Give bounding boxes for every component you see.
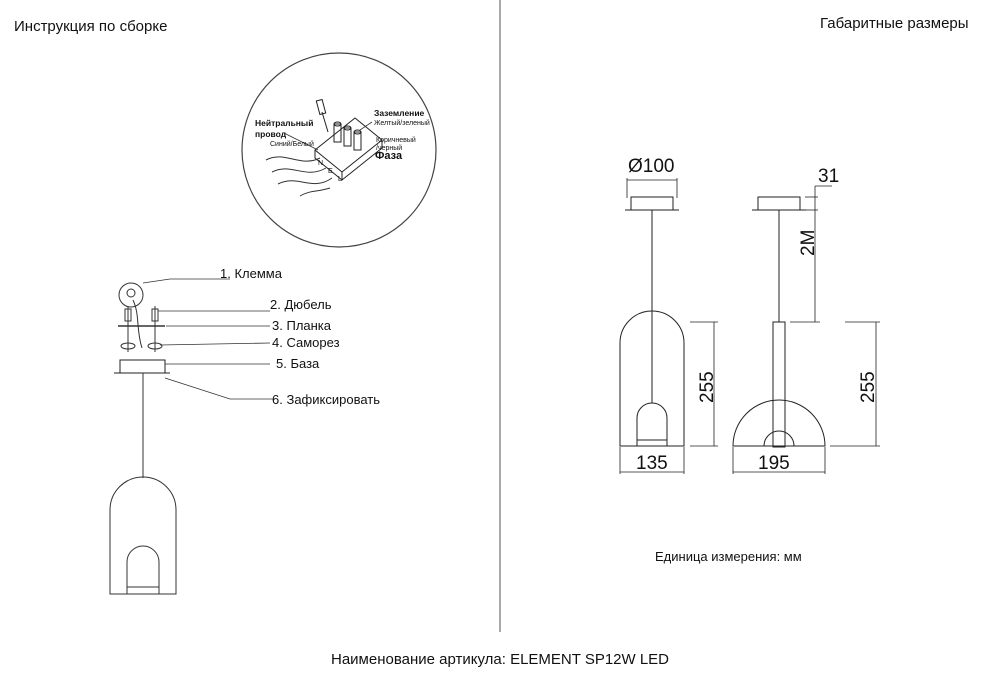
dimension-side-view: [732, 185, 880, 474]
canopy-height-dim: 31: [818, 166, 840, 187]
assembly-title: Инструкция по сборке: [14, 18, 168, 35]
neutral-colors-label: Синий/Белый: [270, 141, 314, 148]
part-4-label: 4. Саморез: [272, 335, 340, 350]
ground-label: Заземление: [374, 108, 425, 118]
part-2-label: 2. Дюбель: [270, 297, 332, 312]
assembly-drawing: [109, 278, 275, 595]
units-note: Единица измерения: мм: [655, 549, 802, 564]
part-1-label: 1. Клемма: [220, 266, 282, 281]
phase-colors-label: Коричневый /черный: [376, 137, 416, 152]
canopy-diameter-dim: Ø100: [628, 156, 675, 177]
terminal-letter-l: L: [338, 176, 342, 183]
terminal-letter-e: E: [328, 168, 333, 175]
front-height-dim: 255: [697, 371, 718, 403]
part-6-label: 6. Зафиксировать: [272, 392, 380, 407]
dimensions-title: Габаритные размеры: [820, 15, 969, 32]
side-width-dim: 195: [758, 453, 790, 474]
ground-colors-label: Желтый/зеленый: [374, 120, 430, 127]
part-3-label: 3. Планка: [272, 318, 332, 333]
phase-label: Фаза: [375, 150, 403, 162]
front-width-dim: 135: [636, 453, 668, 474]
neutral-wire-label: Нейтральный провод: [255, 118, 314, 139]
dimension-front-view: [619, 178, 718, 474]
cable-length-dim: 2M: [798, 229, 819, 256]
wiring-detail: [241, 52, 437, 248]
terminal-letter-n: N: [318, 160, 324, 167]
part-5-label: 5. База: [276, 356, 320, 371]
side-height-dim: 255: [858, 371, 879, 403]
article-name-footer: Наименование артикула: ELEMENT SP12W LED: [330, 651, 670, 668]
